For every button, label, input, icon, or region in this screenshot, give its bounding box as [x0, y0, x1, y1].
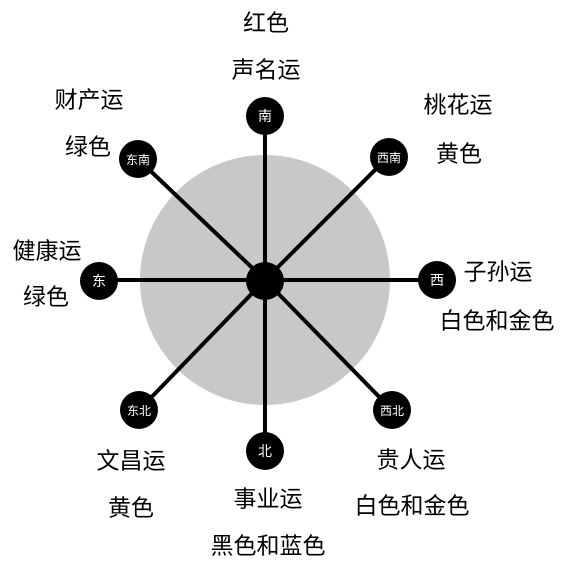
svg-text:西北: 西北 [380, 404, 404, 418]
svg-text:北: 北 [258, 444, 272, 460]
label-southwest-fortune: 桃花运 [423, 92, 493, 119]
node-northeast: 东北 [120, 391, 158, 429]
label-northwest-color: 白色和金色 [354, 493, 470, 520]
label-east-fortune: 健康运 [12, 238, 82, 265]
node-northwest: 西北 [373, 391, 411, 429]
label-southwest-color: 黄色 [436, 141, 482, 168]
svg-text:西南: 西南 [377, 150, 401, 165]
svg-text:西: 西 [430, 273, 444, 289]
label-west-fortune: 子孙运 [463, 259, 533, 286]
label-south-fortune: 声名运 [231, 57, 301, 84]
label-west-color: 白色和金色 [439, 308, 555, 335]
spoke-northwest [263, 278, 393, 411]
spokes [100, 117, 436, 451]
label-southeast-color: 绿色 [65, 134, 111, 161]
label-east-color: 绿色 [23, 284, 69, 311]
label-north-color: 黑色和蓝色 [210, 533, 326, 560]
center-hub [246, 262, 284, 300]
svg-text:东: 东 [92, 274, 106, 290]
label-northeast-fortune: 文昌运 [96, 448, 166, 475]
spoke-southwest [263, 155, 390, 282]
node-north: 北 [246, 432, 284, 470]
node-east: 东 [80, 262, 118, 300]
label-north-fortune: 事业运 [233, 486, 303, 513]
node-southeast: 东南 [119, 140, 157, 178]
svg-text:东北: 东北 [127, 404, 151, 418]
spoke-northeast [138, 278, 267, 411]
svg-text:东南: 东南 [126, 152, 150, 167]
node-west: 西 [418, 261, 456, 299]
spoke-southeast [136, 157, 267, 282]
label-southeast-fortune: 财产运 [54, 87, 124, 114]
node-southwest: 西南 [370, 138, 408, 176]
node-south: 南 [246, 97, 284, 135]
label-south-color: 红色 [243, 10, 289, 37]
label-northwest-fortune: 贵人运 [376, 447, 446, 474]
svg-text:南: 南 [258, 109, 272, 125]
label-northeast-color: 黄色 [108, 495, 154, 522]
